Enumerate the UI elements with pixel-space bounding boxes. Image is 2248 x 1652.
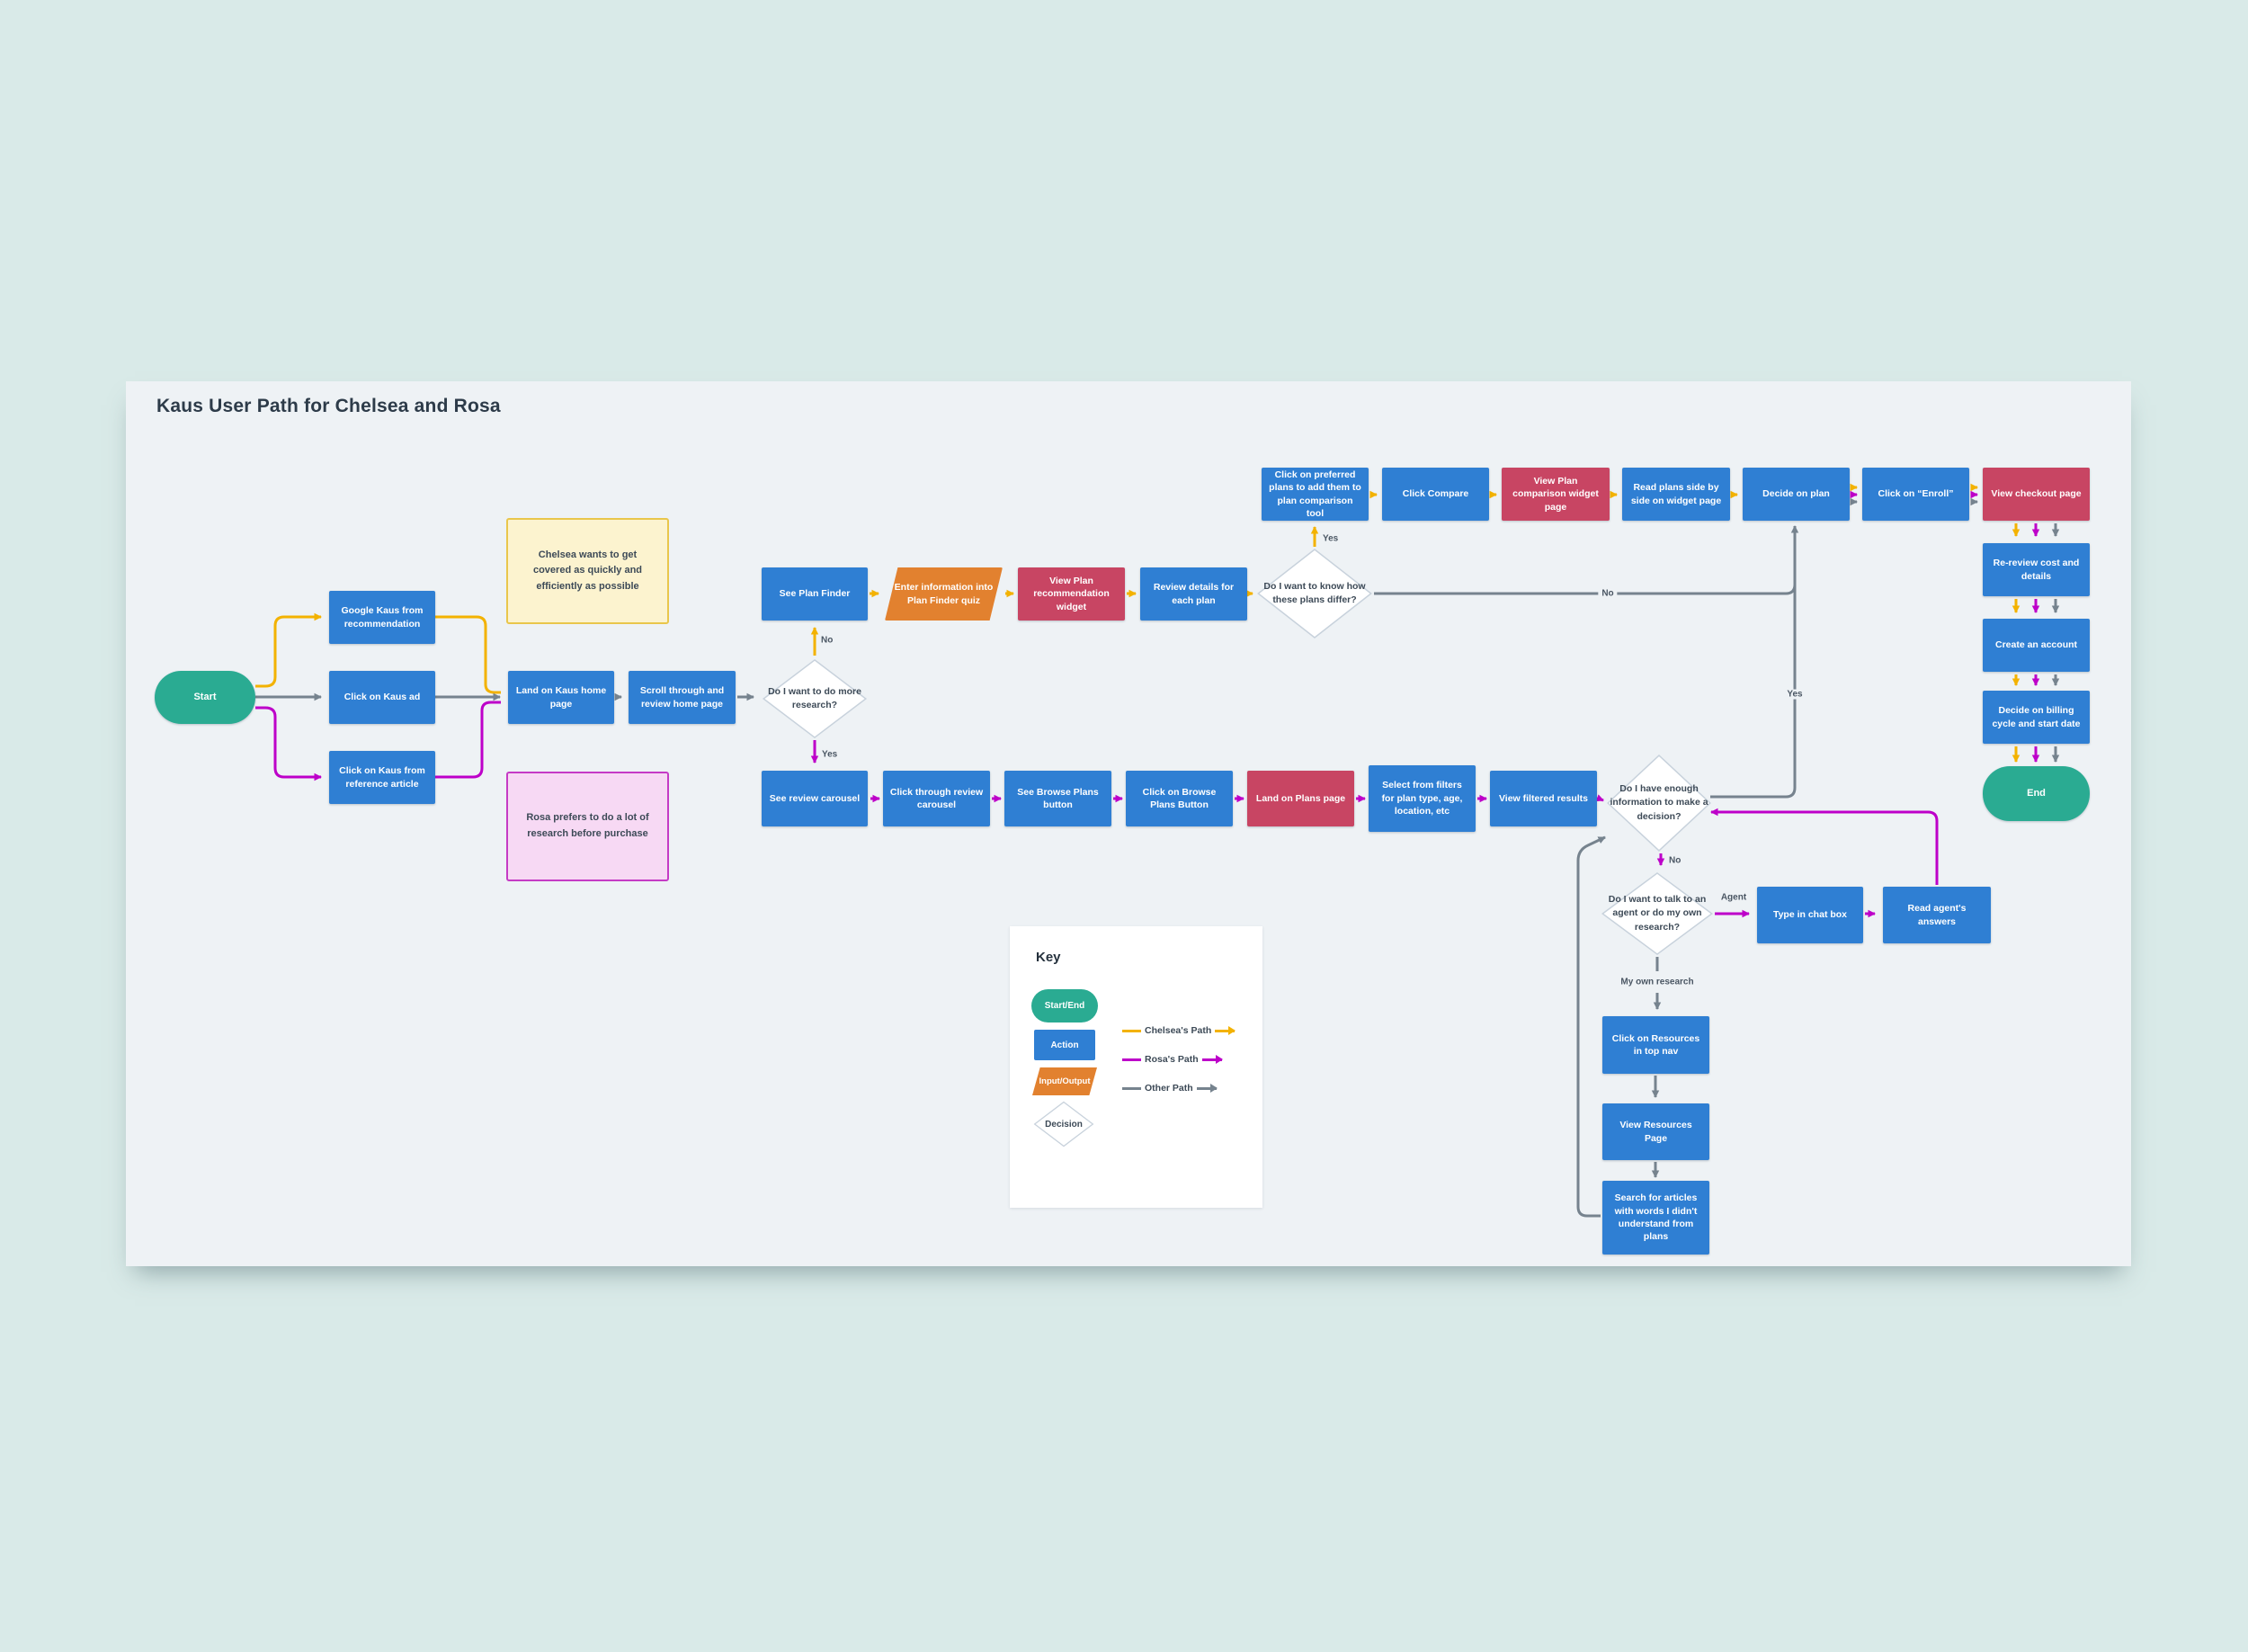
node-end[interactable]: End (1983, 766, 2090, 821)
diamond-shape (1607, 755, 1711, 852)
node-land-home-page[interactable]: Land on Kaus home page (508, 671, 614, 724)
edge-label-own-research: My own research (1620, 977, 1694, 987)
rosa-path-arrow (1201, 1054, 1223, 1064)
edge-label-yes-differ: Yes (1323, 533, 1339, 544)
decision-plans-differ[interactable]: Do I want to know how these plans differ… (1257, 549, 1372, 638)
key-panel: Key Start/End Action Input/Output Decisi… (1010, 926, 1262, 1208)
node-click-kaus-reference[interactable]: Click on Kaus from reference article (329, 751, 435, 804)
note-chelsea[interactable]: Chelsea wants to get covered as quickly … (506, 518, 669, 624)
edge-label-no-enough: No (1669, 855, 1682, 866)
node-click-browse-plans[interactable]: Click on Browse Plans Button (1126, 771, 1233, 826)
node-enter-quiz[interactable]: Enter information into Plan Finder quiz (885, 567, 1003, 621)
node-search-articles[interactable]: Search for articles with words I didn't … (1602, 1181, 1709, 1255)
node-decide-on-plan[interactable]: Decide on plan (1743, 468, 1850, 521)
rosa-path-line (1122, 1058, 1141, 1061)
decision-agent-or-research[interactable]: Do I want to talk to an agent or do my o… (1601, 872, 1713, 955)
key-start-end-shape: Start/End (1031, 989, 1098, 1022)
node-view-plan-widget[interactable]: View Plan recommendation widget (1018, 567, 1125, 621)
node-click-kaus-ad[interactable]: Click on Kaus ad (329, 671, 435, 724)
node-see-review-carousel[interactable]: See review carousel (762, 771, 868, 826)
other-path-arrow (1196, 1083, 1218, 1093)
node-view-filtered-results[interactable]: View filtered results (1490, 771, 1597, 826)
node-start[interactable]: Start (155, 671, 255, 724)
node-click-enroll[interactable]: Click on “Enroll” (1862, 468, 1969, 521)
chelsea-path-line (1122, 1029, 1141, 1032)
legend-other-path: Other Path (1122, 1081, 1218, 1095)
node-land-plans-page[interactable]: Land on Plans page (1247, 771, 1354, 826)
diamond-shape (1257, 549, 1372, 638)
legend-chelsea-path: Chelsea's Path (1122, 1023, 1236, 1038)
edge-label-yes-enough: Yes (1783, 689, 1806, 700)
edge-label-no-research: No (821, 635, 834, 646)
node-select-filters[interactable]: Select from filters for plan type, age, … (1369, 765, 1476, 832)
node-re-review-cost[interactable]: Re-review cost and details (1983, 543, 2090, 596)
node-see-browse-plans[interactable]: See Browse Plans button (1004, 771, 1111, 826)
edge-label-yes-research: Yes (822, 749, 838, 760)
decision-more-research[interactable]: Do I want to do more research? (763, 659, 867, 738)
note-rosa[interactable]: Rosa prefers to do a lot of research bef… (506, 772, 669, 881)
other-path-line (1122, 1086, 1141, 1090)
node-click-compare[interactable]: Click Compare (1382, 468, 1489, 521)
node-billing-cycle[interactable]: Decide on billing cycle and start date (1983, 691, 2090, 744)
edge-label-agent: Agent (1720, 892, 1747, 903)
node-scroll-review-home[interactable]: Scroll through and review home page (629, 671, 736, 724)
key-title: Key (1036, 950, 1061, 965)
legend-rosa-path: Rosa's Path (1122, 1052, 1223, 1067)
diamond-shape (1034, 1102, 1093, 1147)
node-see-plan-finder[interactable]: See Plan Finder (762, 567, 868, 621)
node-review-details[interactable]: Review details for each plan (1140, 567, 1247, 621)
node-read-agent-answers[interactable]: Read agent's answers (1883, 887, 1991, 943)
node-create-account[interactable]: Create an account (1983, 619, 2090, 672)
node-view-resources-page[interactable]: View Resources Page (1602, 1103, 1709, 1160)
chelsea-path-arrow (1215, 1025, 1236, 1035)
node-type-chat-box[interactable]: Type in chat box (1757, 887, 1863, 943)
node-read-side-by-side[interactable]: Read plans side by side on widget page (1622, 468, 1730, 521)
key-action-shape: Action (1034, 1030, 1095, 1060)
key-input-output-shape: Input/Output (1032, 1067, 1097, 1095)
node-view-checkout[interactable]: View checkout page (1983, 468, 2090, 521)
diamond-shape (1601, 872, 1713, 955)
node-view-comparison-page[interactable]: View Plan comparison widget page (1502, 468, 1610, 521)
page-title: Kaus User Path for Chelsea and Rosa (156, 396, 501, 416)
node-click-review-carousel[interactable]: Click through review carousel (883, 771, 990, 826)
node-click-resources[interactable]: Click on Resources in top nav (1602, 1016, 1709, 1074)
node-preferred-plans[interactable]: Click on preferred plans to add them to … (1262, 468, 1369, 521)
edge-label-no-differ: No (1598, 588, 1618, 599)
decision-enough-info[interactable]: Do I have enough information to make a d… (1607, 755, 1711, 852)
diamond-shape (763, 659, 867, 738)
node-google-kaus[interactable]: Google Kaus from recommendation (329, 591, 435, 644)
key-decision-shape: Decision (1034, 1102, 1093, 1147)
